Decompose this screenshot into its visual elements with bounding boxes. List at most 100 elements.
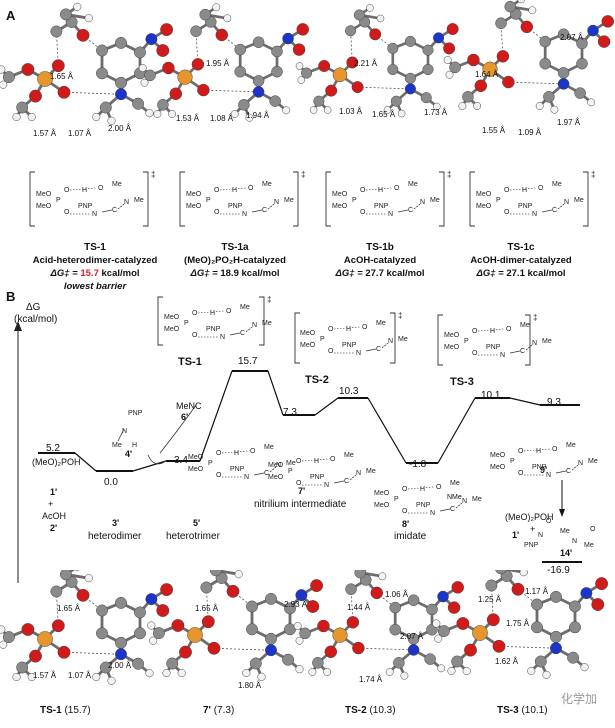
atom-sphere [352, 641, 365, 655]
atom-sphere [449, 61, 461, 74]
atom-sphere [393, 657, 405, 669]
bond-line [245, 326, 253, 333]
scheme-fragment: O [360, 209, 366, 216]
atom-sphere [495, 17, 507, 29]
atom-sphere [378, 572, 387, 581]
scheme-fragment: Me [566, 442, 576, 449]
atom-sphere [29, 649, 42, 663]
atom-sphere [354, 570, 367, 579]
scheme-fragment: Me [112, 181, 122, 188]
scheme-fragment: O [506, 326, 512, 333]
atom-sphere [212, 3, 221, 12]
scheme-fragment: H [346, 326, 351, 333]
atom-sphere [238, 99, 250, 111]
dist-label: 1.95 Å [206, 59, 230, 68]
scheme-fragment: MeO [188, 466, 204, 473]
scheme-fragment: Me [398, 336, 408, 343]
hbond-line [357, 86, 411, 90]
atom-sphere [574, 87, 586, 99]
scheme-fragment: Me [450, 480, 460, 487]
atom-sphere [325, 84, 338, 97]
atom-sphere [580, 587, 593, 600]
scheme-fragment: H [234, 450, 239, 457]
species-label: 1' [50, 487, 58, 497]
bracket-right [583, 171, 589, 227]
atom-sphere [517, 0, 526, 4]
scheme-fragment: N [244, 474, 249, 481]
dist-label: 1.97 Å [557, 118, 581, 127]
atom-sphere [332, 67, 348, 83]
hbond-line [301, 458, 329, 462]
scheme-fragment: O [248, 185, 254, 192]
scheme-fragment: P [208, 460, 213, 467]
ts-name: TS-1b [366, 242, 394, 253]
atom-sphere [37, 71, 53, 87]
scheme-fragment: N [276, 462, 281, 469]
ts-barrier: ΔG‡ = 27.1 kcal/mol [476, 268, 566, 279]
atom-sphere [160, 23, 174, 37]
scheme-fragment: PNP [310, 474, 325, 481]
energy-connector [132, 460, 167, 472]
ts-desc: AcOH-catalyzed [343, 255, 417, 266]
scheme-fragment: O [538, 185, 544, 192]
atom-sphere [295, 62, 304, 70]
bond-line [525, 344, 533, 351]
level-value: 7.3 [283, 407, 297, 418]
scheme-fragment: N [388, 338, 393, 345]
dagger-symbol: ‡ [591, 170, 595, 179]
ts-barrier: ΔG‡ = 27.7 kcal/mol [335, 268, 425, 279]
atom-sphere [346, 56, 359, 69]
species-label: 6' [181, 412, 189, 422]
scheme-fragment: O [64, 187, 70, 194]
atom-sphere [282, 653, 295, 666]
atom-sphere [486, 613, 500, 627]
scheme-fragment: MeO [36, 203, 52, 210]
panel-b-3d-structures [0, 570, 609, 685]
atom-sphere [96, 627, 108, 640]
dagger-symbol: ‡ [447, 170, 451, 179]
bond-line [439, 508, 451, 512]
bond-line [333, 480, 345, 484]
dagger-symbol: ‡ [267, 295, 271, 304]
atom-sphere [595, 577, 609, 591]
panel-a-3d-structures [0, 0, 614, 125]
atom-sphere [297, 76, 306, 84]
atom-sphere [179, 645, 192, 659]
y-axis-arrow [14, 321, 22, 331]
bottom-structure-label: TS-3 (10.1) [497, 705, 548, 716]
scheme-fragment: H [420, 486, 425, 493]
atom-sphere [351, 81, 364, 94]
atom-sphere [542, 670, 551, 679]
scheme-fragment: MeO [490, 452, 506, 459]
atom-sphere [76, 588, 90, 602]
atom-sphere [152, 627, 165, 640]
plus-sign: + [48, 499, 54, 509]
atom-sphere [422, 44, 434, 56]
scheme-fragment: P [288, 468, 293, 475]
scheme-fragment: Me [262, 181, 272, 188]
hbond-line [358, 647, 414, 651]
scheme-fragment: Me [264, 444, 274, 451]
scheme-fragment: N [462, 498, 467, 505]
scheme-fragment: H [132, 442, 137, 449]
scheme-fragment: P [464, 338, 469, 345]
ts-name: TS-1c [507, 242, 535, 253]
scheme-fragment: O [328, 326, 334, 333]
bracket-right [525, 314, 531, 366]
atom-sphere [383, 106, 392, 114]
atom-sphere [29, 89, 42, 103]
scheme-fragment: MeO [374, 502, 390, 509]
bracket-right [259, 296, 265, 346]
atom-sphere [265, 632, 277, 645]
atom-sphere [144, 69, 156, 82]
scheme-fragment: PNP [128, 410, 143, 417]
scheme-fragment: H [490, 328, 495, 335]
energy-connector [74, 452, 97, 472]
atom-sphere [404, 35, 416, 47]
scheme-fragment: N [324, 482, 329, 489]
dist-label: 1.55 Å [482, 126, 506, 135]
energy-connector [267, 370, 284, 416]
dist-label: 1.94 Å [246, 111, 270, 120]
scheme-fragment: PNP [78, 203, 93, 210]
